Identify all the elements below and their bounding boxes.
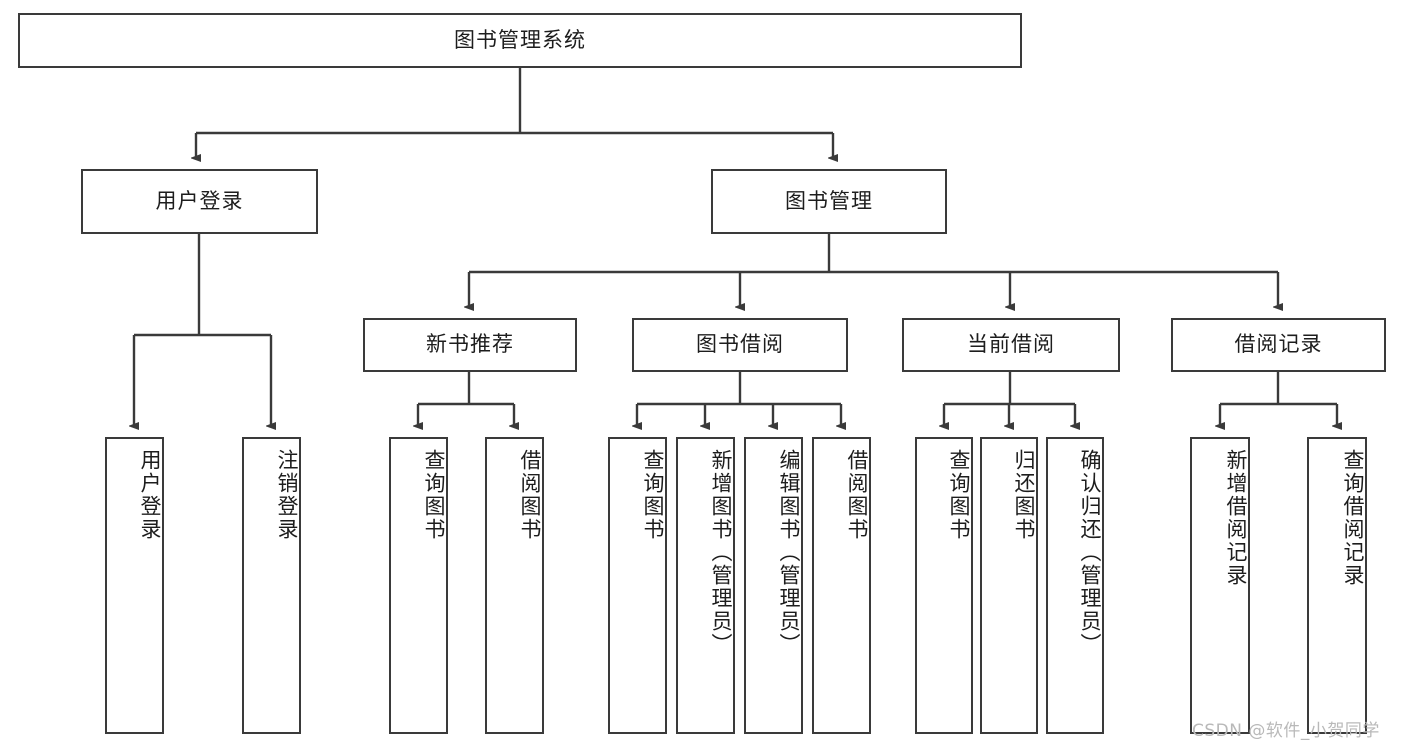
node-book-manage-label: 图书管理 xyxy=(785,188,873,213)
node-book-manage[interactable]: 图书管理 xyxy=(711,169,947,234)
node-leaf-edit-book[interactable]: 编辑图书（管理员） xyxy=(744,437,803,734)
node-leaf-query-book-3[interactable]: 查询图书 xyxy=(915,437,973,734)
node-leaf-query-book-2[interactable]: 查询图书 xyxy=(608,437,667,734)
node-leaf-borrow-book-2[interactable]: 借阅图书 xyxy=(812,437,871,734)
node-leaf-confirm-return-label: 确认归还（管理员） xyxy=(1078,449,1102,656)
node-leaf-borrow-book-1-label: 借阅图书 xyxy=(518,449,542,541)
node-leaf-query-book-3-label: 查询图书 xyxy=(947,449,971,541)
node-new-book-rec-label: 新书推荐 xyxy=(426,332,514,357)
node-leaf-edit-book-label: 编辑图书（管理员） xyxy=(777,449,801,656)
node-leaf-user-login-label: 用户登录 xyxy=(138,449,162,541)
node-leaf-query-book-1-label: 查询图书 xyxy=(422,449,446,541)
node-leaf-query-book-2-label: 查询图书 xyxy=(641,449,665,541)
node-leaf-confirm-return[interactable]: 确认归还（管理员） xyxy=(1046,437,1104,734)
node-book-borrow-label: 图书借阅 xyxy=(696,332,784,357)
node-leaf-query-book-1[interactable]: 查询图书 xyxy=(389,437,448,734)
node-leaf-logout-label: 注销登录 xyxy=(275,449,299,541)
node-leaf-borrow-book-1[interactable]: 借阅图书 xyxy=(485,437,544,734)
node-leaf-logout[interactable]: 注销登录 xyxy=(242,437,301,734)
node-leaf-query-record-label: 查询借阅记录 xyxy=(1341,449,1365,587)
node-borrow-record[interactable]: 借阅记录 xyxy=(1171,318,1386,372)
node-root[interactable]: 图书管理系统 xyxy=(18,13,1022,68)
node-new-book-rec[interactable]: 新书推荐 xyxy=(363,318,577,372)
node-leaf-add-record-label: 新增借阅记录 xyxy=(1224,449,1248,587)
node-leaf-add-book[interactable]: 新增图书（管理员） xyxy=(676,437,735,734)
node-root-label: 图书管理系统 xyxy=(454,27,586,52)
node-leaf-return-book-label: 归还图书 xyxy=(1012,449,1036,541)
node-current-borrow-label: 当前借阅 xyxy=(967,332,1055,357)
node-leaf-add-book-label: 新增图书（管理员） xyxy=(709,449,733,656)
node-user-login-label: 用户登录 xyxy=(155,188,244,213)
node-leaf-add-record[interactable]: 新增借阅记录 xyxy=(1190,437,1250,734)
node-leaf-query-record[interactable]: 查询借阅记录 xyxy=(1307,437,1367,734)
watermark-csdn: CSDN @软件_小贺同学 xyxy=(1192,721,1380,741)
node-leaf-user-login[interactable]: 用户登录 xyxy=(105,437,164,734)
node-current-borrow[interactable]: 当前借阅 xyxy=(902,318,1120,372)
node-borrow-record-label: 借阅记录 xyxy=(1234,332,1323,357)
node-user-login[interactable]: 用户登录 xyxy=(81,169,318,234)
node-leaf-return-book[interactable]: 归还图书 xyxy=(980,437,1038,734)
node-book-borrow[interactable]: 图书借阅 xyxy=(632,318,848,372)
node-leaf-borrow-book-2-label: 借阅图书 xyxy=(845,449,869,541)
